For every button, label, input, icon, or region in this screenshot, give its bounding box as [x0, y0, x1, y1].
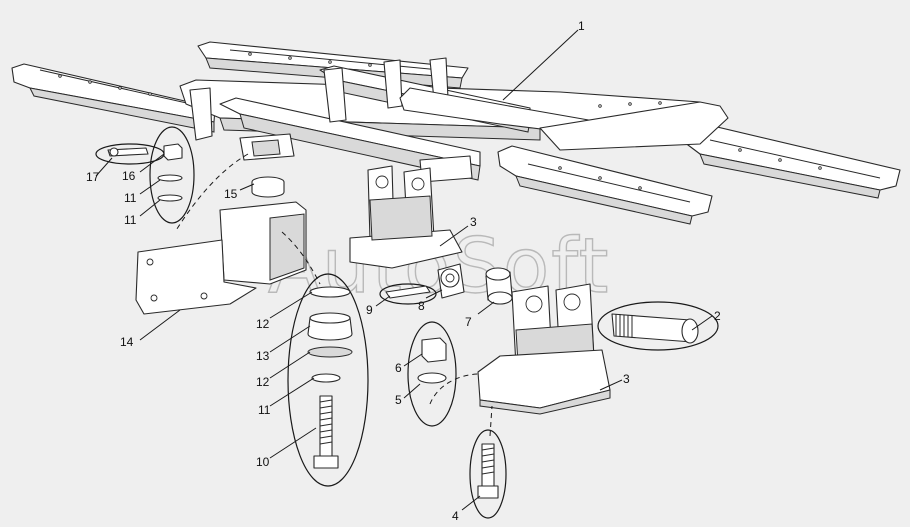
callout-11-upper-a: 11 [124, 191, 137, 205]
nut-washer-group [407, 321, 457, 427]
callout-6: 6 [395, 361, 402, 375]
bracket-lower [477, 283, 611, 415]
frame-hole-row [58, 52, 822, 190]
callout-3-lower: 3 [623, 372, 630, 386]
callout-17: 17 [86, 170, 100, 184]
callout-8: 8 [418, 299, 425, 313]
axle-pin-2 [597, 301, 719, 351]
callout-3-upper: 3 [470, 215, 477, 229]
callout-5: 5 [395, 393, 402, 407]
callout-9: 9 [366, 303, 373, 317]
callout-15: 15 [224, 187, 238, 201]
callout-10: 10 [256, 455, 270, 469]
support-arm [135, 201, 307, 315]
frame-assembly [11, 41, 901, 225]
callout-14: 14 [120, 335, 134, 349]
callout-labels: 1 2 3 3 4 5 6 7 8 9 10 11 11 11 12 12 13… [86, 19, 721, 523]
bolt-thread [319, 399, 333, 445]
bracket-upper [349, 165, 463, 269]
axle-thread [615, 314, 633, 338]
callout-13: 13 [256, 349, 270, 363]
bushing-15 [251, 176, 285, 198]
callout-4: 4 [452, 509, 459, 523]
fastener-group-upper-left [95, 126, 195, 224]
callout-12-middle: 12 [256, 375, 270, 389]
leader-lines [95, 29, 713, 511]
callout-7: 7 [465, 315, 472, 329]
callout-2: 2 [714, 309, 721, 323]
callout-11-upper-b: 11 [124, 213, 137, 227]
callout-11-lower: 11 [258, 403, 271, 417]
callout-1: 1 [578, 19, 585, 33]
callout-12-top: 12 [256, 317, 270, 331]
assembly-paths [174, 153, 493, 437]
pin-and-bushing [379, 263, 513, 305]
callout-16: 16 [122, 169, 136, 183]
bolt-stack-lower [287, 273, 369, 487]
bolt-4 [469, 429, 507, 519]
